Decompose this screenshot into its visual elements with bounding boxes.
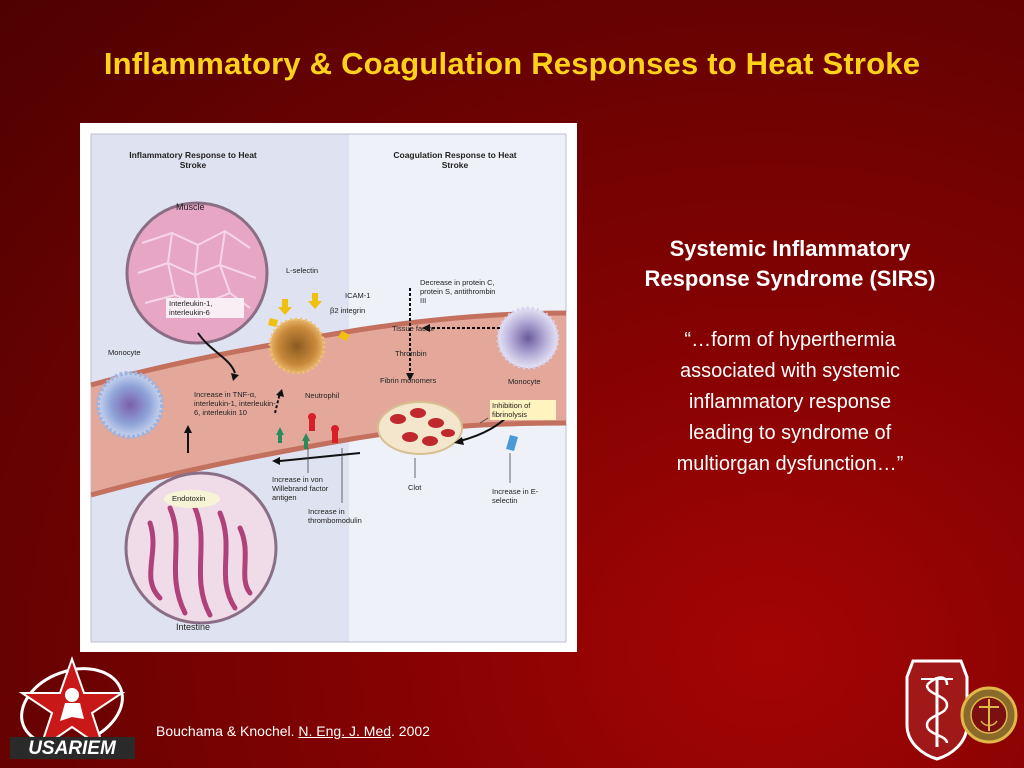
citation: Bouchama & Knochel. N. Eng. J. Med. 2002 bbox=[156, 723, 430, 739]
quote-line: leading to syndrome of bbox=[688, 422, 892, 444]
label-intestine: Intestine bbox=[176, 622, 211, 632]
label-neutrophil: Neutrophil bbox=[305, 391, 340, 400]
citation-journal-link[interactable]: N. Eng. J. Med bbox=[298, 723, 392, 739]
quote-line: “…form of hyperthermia bbox=[684, 329, 896, 351]
label-clot: Clot bbox=[408, 483, 422, 492]
label-tissue-factor: Tissue factor bbox=[392, 324, 435, 333]
usariem-logo: USARIEM bbox=[10, 655, 135, 759]
label-icam: ICAM-1 bbox=[345, 291, 371, 300]
label-l-selectin: L-selectin bbox=[286, 266, 319, 275]
label-b2-integrin: β2 integrin bbox=[330, 306, 366, 315]
label-e-selectin: Increase in E-selectin bbox=[492, 487, 539, 505]
figure-right-header: Coagulation Response to Heat Stroke bbox=[393, 150, 517, 170]
army-medical-insignia bbox=[905, 659, 1018, 761]
label-decrease-protein: Decrease in protein C, protein S, antith… bbox=[420, 278, 496, 305]
label-inhibition: Inhibition of fibrinolysis bbox=[490, 400, 556, 420]
label-monocyte-right: Monocyte bbox=[508, 377, 541, 386]
sirs-heading-line-1: Systemic Inflammatory bbox=[669, 236, 911, 261]
sirs-heading: Systemic Inflammatory Response Syndrome … bbox=[590, 234, 990, 294]
quote-line: associated with systemic bbox=[679, 360, 901, 382]
usariem-logo-text: USARIEM bbox=[28, 738, 117, 759]
label-endotoxin: Endotoxin bbox=[172, 494, 206, 503]
figure-illustration bbox=[90, 133, 567, 643]
label-increase-tnf: Increase in TNF-α, interleukin-1, interl… bbox=[194, 390, 276, 417]
sirs-heading-line-2: Response Syndrome (SIRS) bbox=[644, 266, 936, 291]
label-interleukins: Interleukin-1, interleukin-6 bbox=[166, 298, 244, 318]
sirs-quote: “…form of hyperthermia associated with s… bbox=[630, 325, 950, 480]
figure-left-header: Inflammatory Response to Heat Stroke bbox=[129, 150, 257, 170]
label-thrombin: Thrombin bbox=[395, 349, 427, 358]
slide-title: Inflammatory & Coagulation Responses to … bbox=[103, 46, 921, 81]
label-thrombomodulin: Increase in thrombomodulin bbox=[308, 507, 362, 525]
heat-stroke-figure: Inflammatory Response to Heat Stroke Coa… bbox=[80, 123, 577, 652]
label-muscle: Muscle bbox=[176, 202, 205, 212]
label-vwf: Increase in von Willebrand factor antige… bbox=[272, 475, 329, 502]
citation-year: . 2002 bbox=[391, 723, 430, 739]
label-fibrin: Fibrin monomers bbox=[380, 376, 437, 385]
label-monocyte-left: Monocyte bbox=[108, 348, 141, 357]
citation-authors: Bouchama & Knochel. bbox=[156, 723, 295, 739]
quote-line: inflammatory response bbox=[688, 391, 892, 413]
quote-line: multiorgan dysfunction…” bbox=[676, 453, 904, 475]
